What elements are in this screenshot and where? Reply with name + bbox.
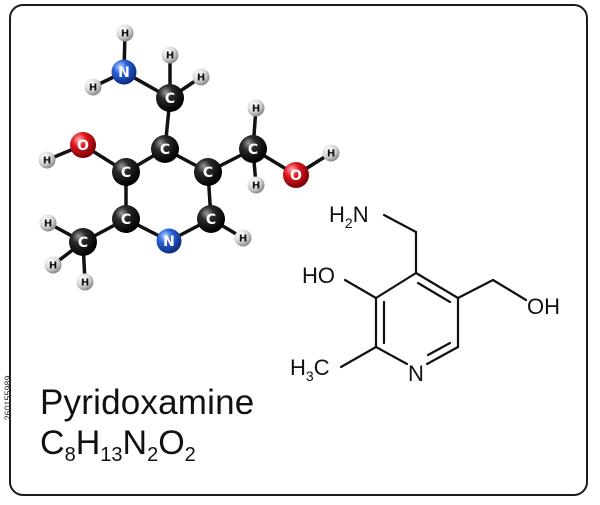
atom-label: C <box>206 212 216 228</box>
ring-bond <box>374 271 418 300</box>
atom-c: C <box>197 205 225 233</box>
atom-h: H <box>76 273 94 291</box>
atom-label: C <box>121 212 131 228</box>
methyl-bond <box>339 345 378 369</box>
hydroxyl-left-label: HO <box>302 263 335 288</box>
hydroxyl-bond <box>343 278 378 300</box>
atom-label: H <box>239 234 247 245</box>
atom-h: H <box>38 151 56 169</box>
atom-label: C <box>121 165 131 181</box>
diagram-card <box>9 4 588 496</box>
atom-h: H <box>44 256 62 274</box>
atom-c: C <box>239 135 267 163</box>
title-block: Pyridoxamine C8H13N2O2 <box>40 383 255 466</box>
methyl-label: H3C <box>290 355 330 384</box>
atom-h: H <box>247 99 265 117</box>
formula-element: C <box>40 424 65 462</box>
double-bond <box>426 341 452 357</box>
double-bond <box>416 281 452 304</box>
atom-h: H <box>247 176 265 194</box>
atom-h: H <box>192 68 210 86</box>
ring-bond <box>425 345 460 366</box>
atom-label: C <box>78 235 88 251</box>
atom-o: O <box>70 132 96 158</box>
atom-label: H <box>121 29 129 40</box>
atom-label: O <box>290 168 302 184</box>
atom-label: H <box>252 181 260 192</box>
atom-o: O <box>283 162 309 188</box>
atom-label: C <box>203 165 213 181</box>
atom-h: H <box>84 78 102 96</box>
atom-label: H <box>327 149 335 160</box>
amine-label: H2N <box>329 202 369 231</box>
atom-label: H <box>197 73 205 84</box>
atom-h: H <box>322 144 340 162</box>
atom-h: H <box>161 46 179 64</box>
atom-c: C <box>156 84 184 112</box>
atom-h: H <box>234 229 252 247</box>
atom-label: N <box>118 65 130 81</box>
ring-bond <box>414 271 460 300</box>
amine-bond <box>382 213 418 234</box>
formula-subscript: 13 <box>100 444 123 466</box>
atom-label: H <box>81 278 89 289</box>
formula-element: O <box>158 424 185 462</box>
hydroxyl-bond <box>491 278 528 302</box>
skeletal-labels: H2N HO OH N H3C <box>290 202 560 386</box>
hydroxyl-right-label: OH <box>527 294 560 319</box>
compound-name: Pyridoxamine <box>40 383 255 422</box>
atom-c: C <box>151 135 179 163</box>
ch2-bond <box>456 278 495 300</box>
atom-label: H <box>89 83 97 94</box>
formula-element: N <box>122 424 148 462</box>
atom-c: C <box>112 205 140 233</box>
atom-h: H <box>39 214 57 232</box>
atom-c: C <box>112 158 140 186</box>
atom-label: H <box>252 104 260 115</box>
atom-c: C <box>194 158 222 186</box>
ring-nitrogen-label: N <box>408 361 424 386</box>
formula-subscript: 2 <box>147 444 159 466</box>
atom-label: C <box>165 91 175 107</box>
atom-h: H <box>116 24 134 42</box>
atom-label: H <box>44 219 52 230</box>
formula-element: H <box>75 424 101 462</box>
formula-subscript: 8 <box>64 444 76 466</box>
molecular-formula: C8H13N2O2 <box>40 423 254 466</box>
atom-label: C <box>248 142 258 158</box>
stock-id: 260155989 <box>3 375 13 421</box>
atom-label: O <box>77 138 89 154</box>
atom-n: N <box>111 59 137 85</box>
atom-label: H <box>166 51 174 62</box>
ring-bond <box>374 345 409 366</box>
atom-n: N <box>156 228 182 254</box>
formula-subscript: 2 <box>184 444 196 466</box>
skeletal-structure <box>339 213 528 369</box>
atom-c: C <box>69 228 97 256</box>
atom-label: H <box>49 261 57 272</box>
atom-label: C <box>160 142 170 158</box>
atom-label: N <box>163 234 175 250</box>
atom-label: H <box>43 156 51 167</box>
